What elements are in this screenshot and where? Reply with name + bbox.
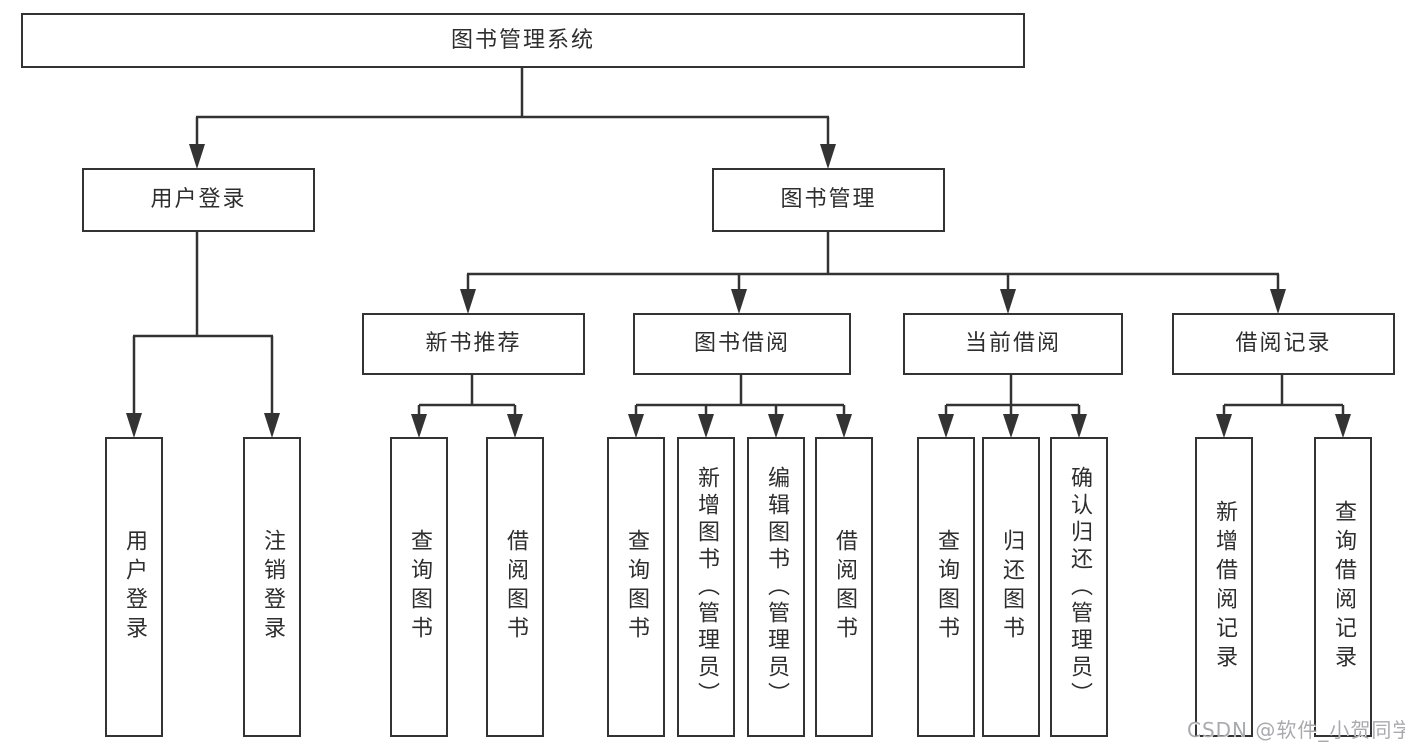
arrowhead-down-icon <box>189 144 836 169</box>
connector-root-to-level2 <box>195 68 830 148</box>
leaf-records-query-record-label: 查询借阅记录 <box>1331 500 1356 674</box>
node-book-borrowing: 图书借阅 <box>633 313 851 375</box>
leaf-user-login: 用户登录 <box>105 437 163 737</box>
leaf-borrowing-borrow-books: 借阅图书 <box>815 437 873 737</box>
connector-borrow-records-to-leaves <box>1222 375 1345 417</box>
leaf-current-confirm-return: 确认归还（管理员） <box>1050 437 1108 737</box>
leaf-borrowing-add-books: 新增图书（管理员） <box>677 437 735 737</box>
connector-new-book-to-leaves <box>417 375 517 417</box>
leaf-borrowing-add-books-label: 新增图书（管理员） <box>694 465 719 709</box>
leaf-records-add-record-label: 新增借阅记录 <box>1212 500 1237 674</box>
node-new-book-recommend: 新书推荐 <box>362 313 585 375</box>
arrowhead-down-icon <box>1216 414 1351 438</box>
node-root-label: 图书管理系统 <box>450 27 595 53</box>
arrowhead-down-icon <box>126 413 280 438</box>
leaf-newbook-query-books: 查询图书 <box>390 437 448 737</box>
leaf-logout: 注销登录 <box>243 437 301 737</box>
node-current-borrowing-label: 当前借阅 <box>964 331 1061 356</box>
leaf-user-login-label: 用户登录 <box>122 529 147 645</box>
leaf-current-query-books: 查询图书 <box>917 437 975 737</box>
leaf-logout-label: 注销登录 <box>260 529 285 645</box>
leaf-current-confirm-return-label: 确认归还（管理员） <box>1067 465 1092 709</box>
leaf-records-query-record: 查询借阅记录 <box>1314 437 1372 737</box>
connector-current-borrowing-to-leaves <box>944 375 1081 417</box>
connector-book-borrowing-to-leaves <box>634 375 846 417</box>
leaf-borrowing-query-books-label: 查询图书 <box>624 529 649 645</box>
connector-user-login-to-leaves <box>132 232 274 416</box>
leaf-borrowing-borrow-books-label: 借阅图书 <box>832 529 857 645</box>
leaf-borrowing-edit-books-label: 编辑图书（管理员） <box>764 465 789 709</box>
node-user-login: 用户登录 <box>82 168 315 232</box>
node-new-book-recommend-label: 新书推荐 <box>425 331 522 356</box>
node-current-borrowing: 当前借阅 <box>903 313 1123 375</box>
connector-book-mgmt-to-level3 <box>466 232 1280 293</box>
node-borrowing-records: 借阅记录 <box>1172 313 1395 375</box>
node-user-login-label: 用户登录 <box>150 187 247 212</box>
node-root: 图书管理系统 <box>21 13 1025 68</box>
node-borrowing-records-label: 借阅记录 <box>1235 331 1332 356</box>
leaf-current-return-books-label: 归还图书 <box>999 529 1024 645</box>
leaf-newbook-query-books-label: 查询图书 <box>407 529 432 645</box>
node-book-management-label: 图书管理 <box>780 187 877 212</box>
leaf-records-add-record: 新增借阅记录 <box>1195 437 1253 737</box>
leaf-newbook-borrow-books: 借阅图书 <box>486 437 544 737</box>
leaf-borrowing-query-books: 查询图书 <box>607 437 665 737</box>
arrowhead-down-icon <box>411 414 523 438</box>
csdn-watermark: CSDN @软件_小贺同学 <box>1187 718 1405 742</box>
node-book-borrowing-label: 图书借阅 <box>693 331 790 356</box>
leaf-newbook-borrow-books-label: 借阅图书 <box>503 529 528 645</box>
arrowhead-down-icon <box>938 414 1087 438</box>
arrowhead-down-icon <box>628 414 852 438</box>
leaf-current-return-books: 归还图书 <box>982 437 1040 737</box>
leaf-borrowing-edit-books: 编辑图书（管理员） <box>747 437 805 737</box>
node-book-management: 图书管理 <box>712 168 945 232</box>
arrowhead-down-icon <box>460 289 1286 314</box>
leaf-current-query-books-label: 查询图书 <box>934 529 959 645</box>
